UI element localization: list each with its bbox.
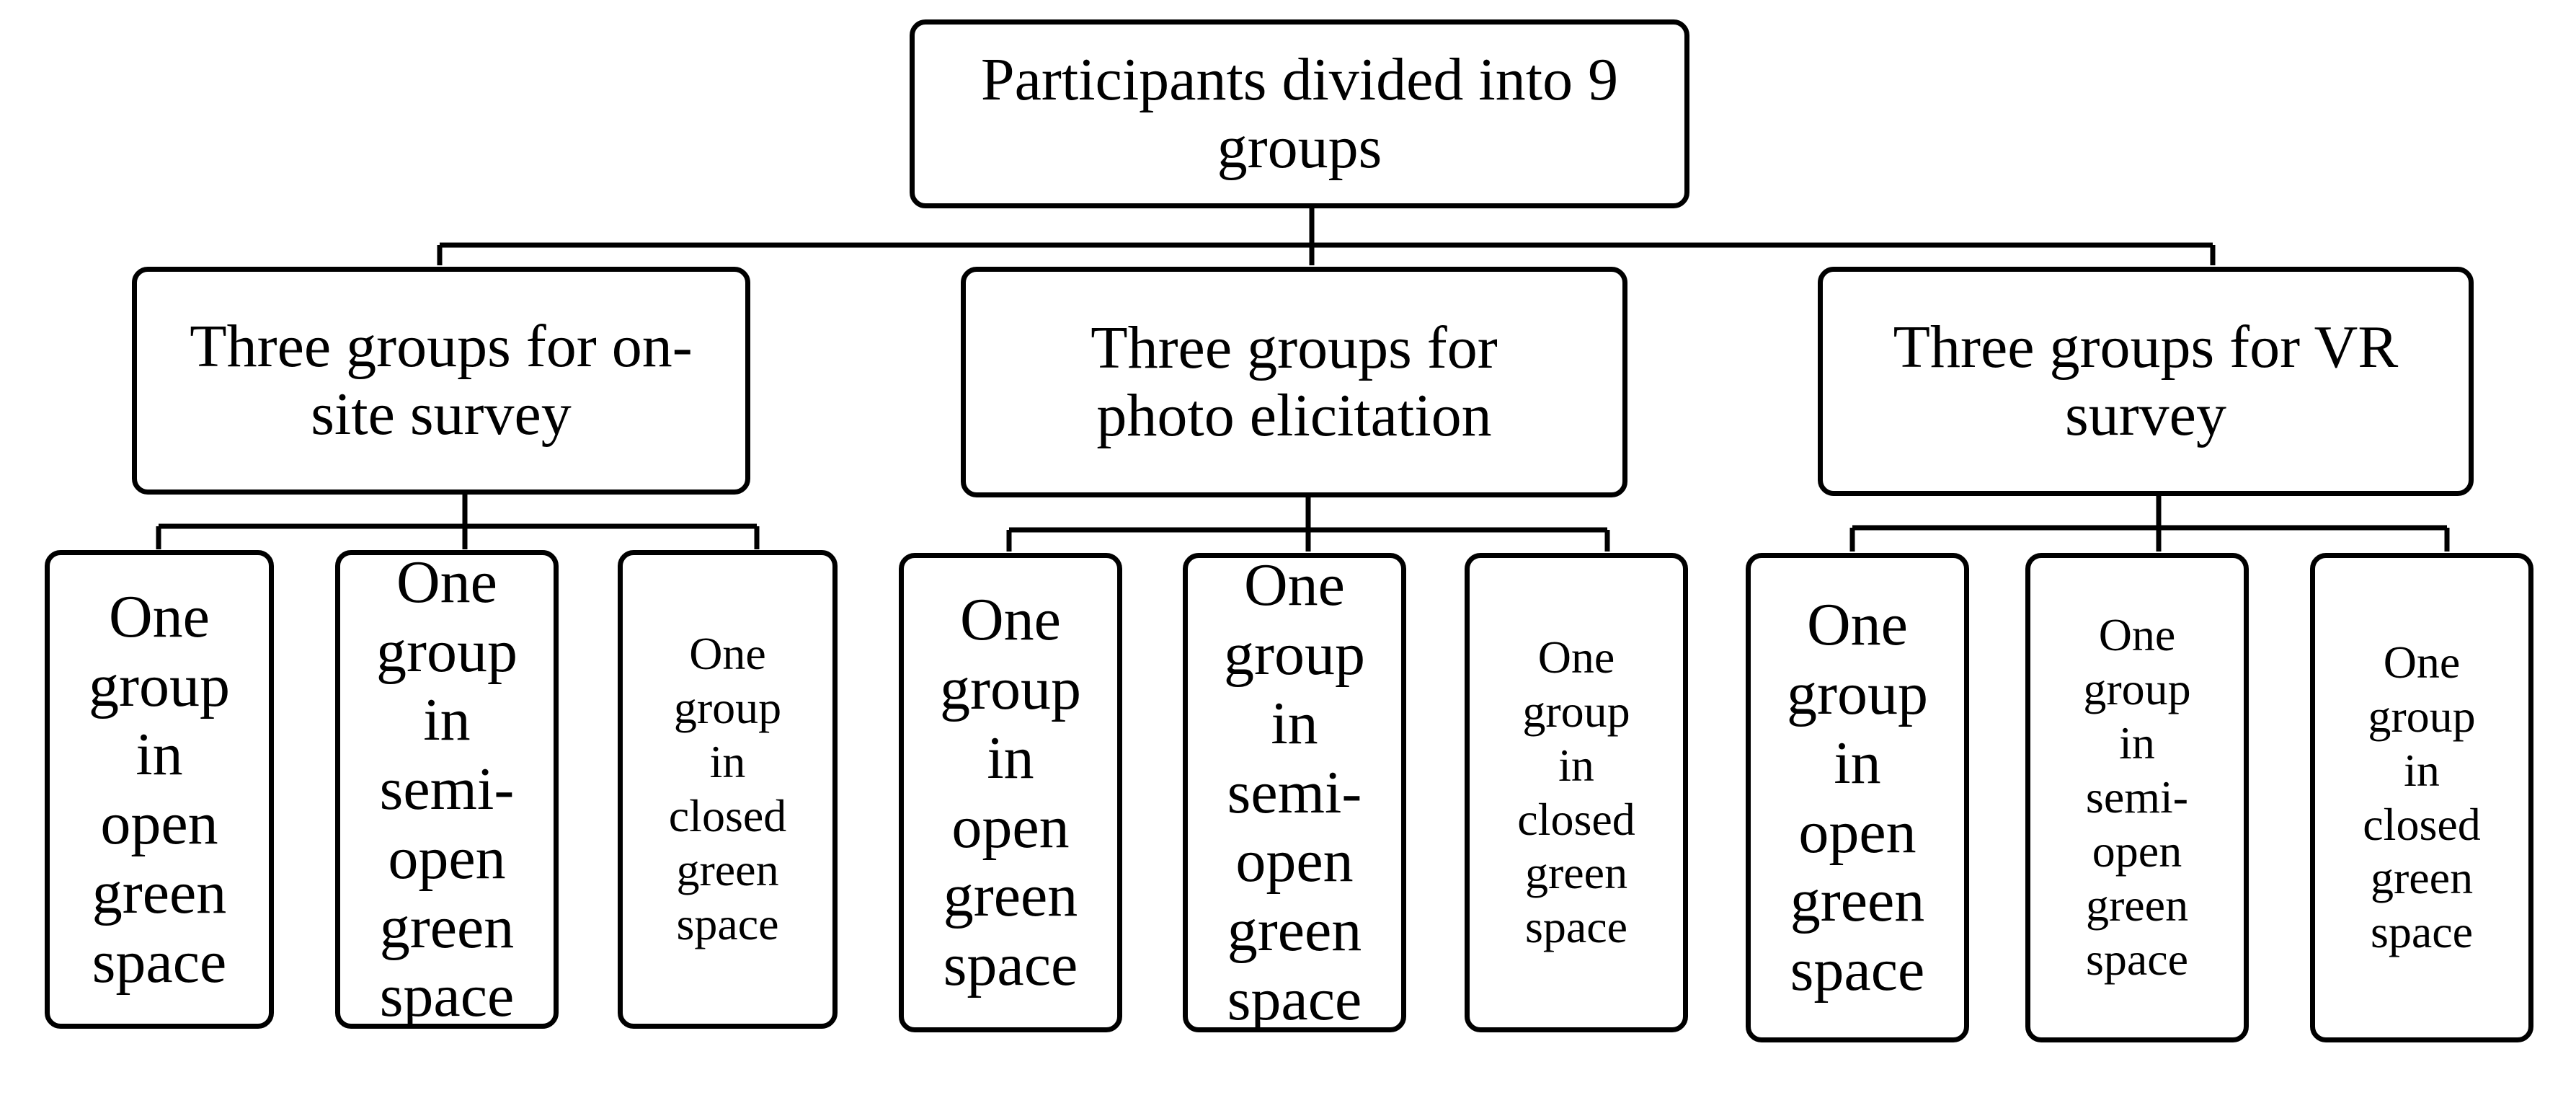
root-connector (437, 208, 2216, 265)
leaf-photo-semi-open: One group in semi- open green space (1183, 552, 1406, 1033)
leaf-photo-open: One group in open green space (899, 553, 1122, 1032)
branch-photo-elicitation: Three groups for photo elicitation (961, 267, 1627, 497)
branch-3-connector (1849, 496, 2450, 552)
leaf-photo-closed: One group in closed green space (1465, 553, 1688, 1032)
leaf-onsite-open: One group in open green space (45, 550, 274, 1029)
branch-2-connector (1006, 497, 1610, 552)
branch-vr-survey: Three groups for VR survey (1818, 267, 2474, 496)
leaf-onsite-semi-open: One group in semi- open green space (335, 549, 559, 1029)
branch-onsite-survey: Three groups for on- site survey (132, 267, 750, 495)
leaf-vr-open: One group in open green space (1746, 553, 1969, 1042)
root-node: Participants divided into 9 groups (910, 19, 1689, 208)
leaf-vr-semi-open: One group in semi- open green space (2025, 553, 2249, 1042)
leaf-onsite-closed: One group in closed green space (618, 550, 838, 1029)
branch-1-connector (156, 495, 760, 549)
leaf-vr-closed: One group in closed green space (2310, 553, 2533, 1042)
